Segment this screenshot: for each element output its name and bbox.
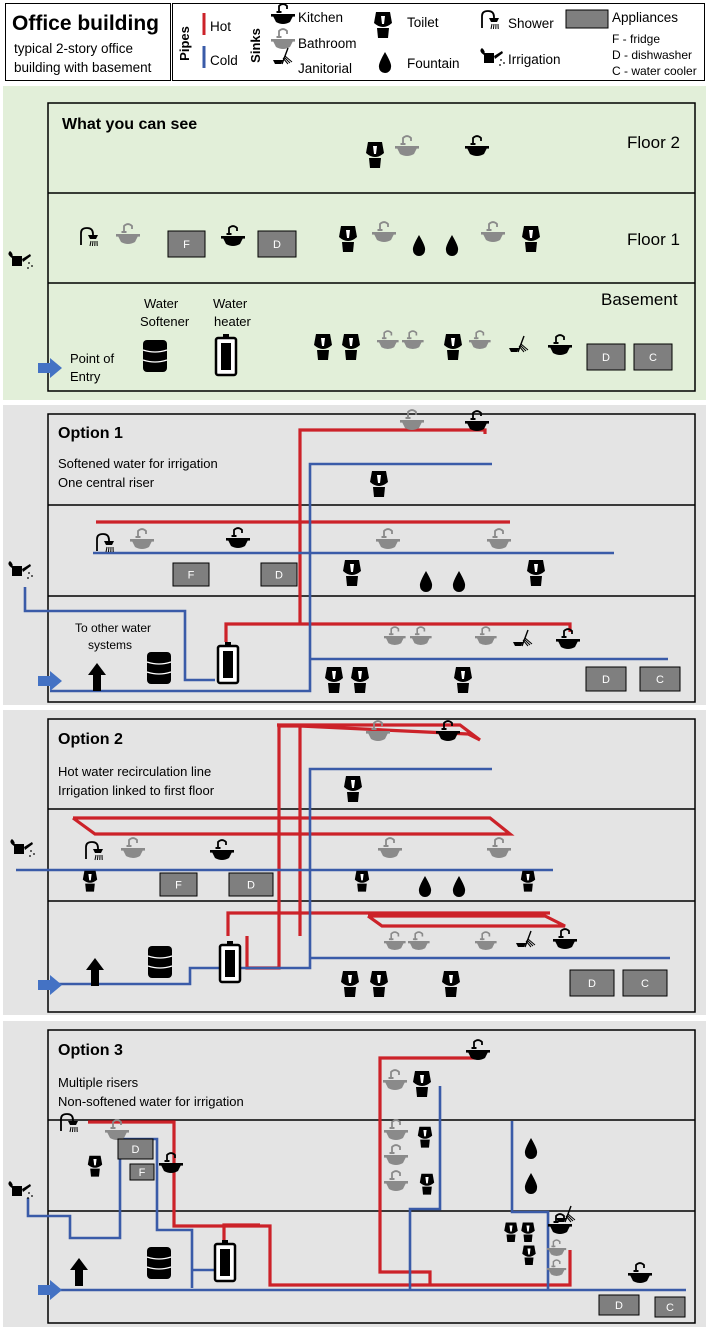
see-entry-line1: Point of [70, 351, 115, 366]
see-basement-label: Basement [601, 290, 678, 309]
option3-desc-line1: Multiple risers [58, 1075, 139, 1090]
legend-hot-label: Hot [210, 19, 232, 34]
legend-fridge-label: F - fridge [612, 32, 661, 46]
legend-bathroom-label: Bathroom [298, 36, 357, 51]
option2-title: Option 2 [58, 731, 123, 748]
legend-box [172, 3, 705, 81]
header-subtitle-line2: building with basement [14, 60, 152, 75]
see-title: What you can see [62, 116, 198, 133]
header-title-box [5, 3, 171, 81]
option2-desc-line1: Hot water recirculation line [58, 764, 212, 779]
legend-cooler-label: C - water cooler [612, 64, 697, 78]
option1-desc-line1: Softened water for irrigation [58, 456, 218, 471]
legend-pipes-label: Pipes [176, 26, 192, 61]
see-heater-line1: Water [213, 296, 248, 311]
legend-appliances-label: Appliances [612, 10, 679, 25]
legend-kitchen-label: Kitchen [298, 10, 344, 25]
header-title: Office building [12, 12, 159, 35]
see-softener-line2: Softener [140, 314, 190, 329]
see-floor1-label: Floor 1 [627, 230, 680, 249]
legend-janitorial-label: Janitorial [298, 61, 353, 76]
legend-cold-label: Cold [210, 53, 238, 68]
option3-desc-line2: Non-softened water for irrigation [58, 1094, 244, 1109]
option1-other-line2: systems [88, 638, 133, 652]
see-heater-line2: heater [214, 314, 251, 329]
legend-fountain-label: Fountain [407, 56, 460, 71]
header-subtitle-line1: typical 2-story office [14, 41, 134, 56]
panel-option1 [3, 405, 706, 705]
option1-desc-line2: One central riser [58, 475, 155, 490]
option2-desc-line2: Irrigation linked to first floor [58, 783, 215, 798]
panel-option3 [3, 1021, 706, 1327]
legend-dishwasher-label: D - dishwasher [612, 48, 693, 62]
legend-sinks-label: Sinks [247, 28, 263, 63]
see-softener-line1: Water [144, 296, 179, 311]
option1-title: Option 1 [58, 425, 123, 442]
legend-toilet-label: Toilet [407, 15, 439, 30]
option3-title: Option 3 [58, 1042, 123, 1059]
see-floor2-label: Floor 2 [627, 133, 680, 152]
legend-shower-label: Shower [508, 16, 554, 31]
see-entry-line2: Entry [70, 369, 101, 384]
option1-other-line1: To other water [75, 621, 152, 635]
legend-irrigation-label: Irrigation [508, 52, 561, 67]
panel-option2 [3, 710, 706, 1015]
